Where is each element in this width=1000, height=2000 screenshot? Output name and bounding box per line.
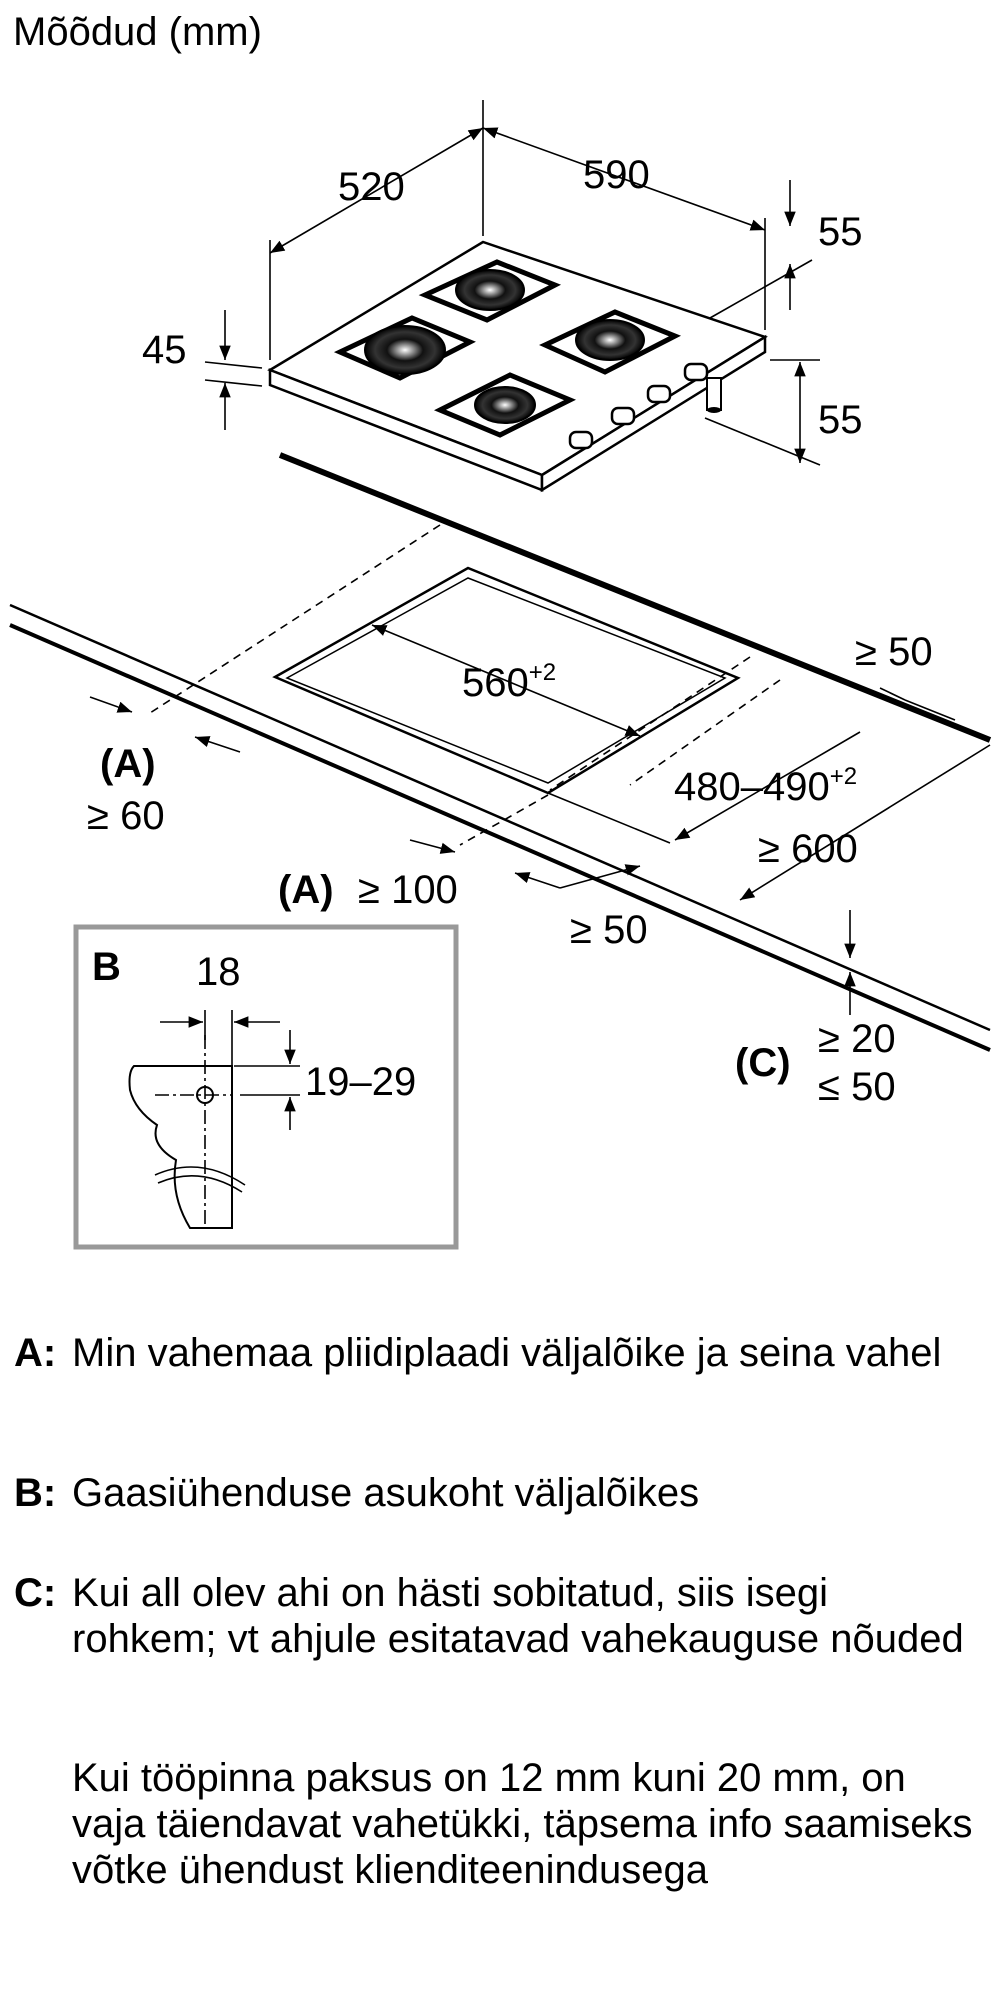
legend-item-b: B: Gaasiühenduse asukoht väljalõikes	[14, 1470, 974, 1516]
legend-text: Gaasiühenduse asukoht väljalõikes	[72, 1471, 700, 1515]
legend-text: Min vahemaa pliidiplaadi väljalõike ja s…	[72, 1331, 942, 1375]
installation-diagram: 520 590 55 55 45	[9, 100, 992, 1250]
dimension-cutout-depth: 480–490+2	[674, 763, 857, 809]
legend-text: Kui tööpinna paksus on 12 mm kuni 20 mm,…	[72, 1756, 973, 1892]
label-a-front: (A)	[278, 868, 334, 912]
detail-b-label: B	[92, 945, 121, 989]
dimension-a-front: ≥ 100	[358, 868, 458, 912]
page-title: Mõõdud (mm)	[13, 10, 262, 54]
gas-hole	[196, 1086, 214, 1104]
control-knob	[568, 362, 709, 450]
label-c: (C)	[735, 1041, 791, 1085]
dimension-cutout-width: 560+2	[462, 659, 556, 705]
detail-b-width: 18	[196, 950, 241, 994]
legend-item-c: C: Kui all olev ahi on hästi sobitatud, …	[14, 1570, 974, 1662]
legend-text: Kui all olev ahi on hästi sobitatud, sii…	[72, 1571, 964, 1661]
burner	[364, 269, 645, 424]
dimension-right-side: 55	[818, 398, 863, 442]
gas-connector	[706, 377, 722, 411]
worktop-dimension-lines	[89, 524, 991, 1015]
dimension-right-top: 55	[818, 210, 863, 254]
detail-b-box	[73, 924, 459, 1250]
hob-drawing	[267, 240, 768, 493]
legend-item-a: A: Min vahemaa pliidiplaadi väljalõike j…	[14, 1330, 974, 1376]
dimension-front-gap: ≥ 50	[570, 908, 648, 952]
dimension-worktop-depth: ≥ 600	[758, 827, 858, 871]
dimension-c-min: ≥ 20	[818, 1017, 896, 1061]
legend-key: C:	[14, 1571, 57, 1615]
legend-item-note: Kui tööpinna paksus on 12 mm kuni 20 mm,…	[14, 1755, 974, 1893]
dimension-width: 590	[583, 153, 650, 197]
label-a-side: (A)	[100, 742, 156, 786]
dimension-depth: 520	[338, 165, 405, 209]
detail-b-height: 19–29	[305, 1060, 416, 1104]
worktop-profile	[128, 1065, 233, 1229]
dimension-a-side: ≥ 60	[87, 794, 165, 838]
dimension-height: 45	[142, 328, 187, 372]
dimension-c-max: ≤ 50	[818, 1065, 896, 1109]
hob-dimension-lines	[204, 100, 821, 466]
dimension-back-gap: ≥ 50	[855, 630, 933, 674]
legend-key: A:	[14, 1331, 57, 1375]
legend-key: B:	[14, 1471, 57, 1515]
